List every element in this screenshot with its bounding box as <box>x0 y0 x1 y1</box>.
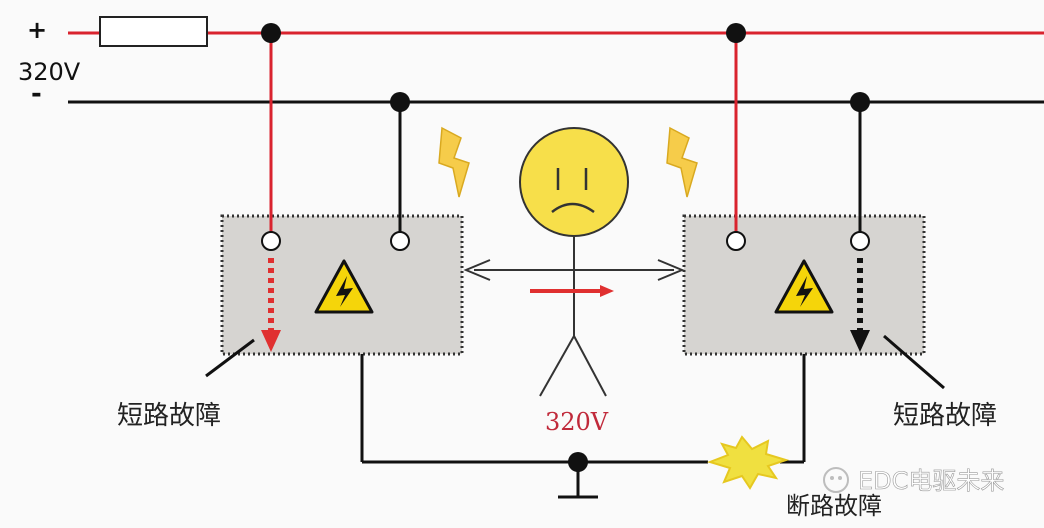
junction-dot-right-positive <box>726 23 746 43</box>
touch-voltage-label: 320V <box>545 408 609 436</box>
junction-dot-left-negative <box>390 92 410 112</box>
right-positive-terminal <box>726 231 746 251</box>
right-short-fault-label: 短路故障 <box>893 401 997 431</box>
plus-label: + <box>27 16 47 44</box>
left-short-arrowhead <box>261 330 281 352</box>
minus-label: - <box>31 79 42 109</box>
open-fault-label: 断路故障 <box>786 492 882 520</box>
sad-face-icon <box>519 127 629 237</box>
open-circuit-spark-icon <box>706 435 790 490</box>
left-negative-terminal <box>390 231 410 251</box>
left-short-fault-label: 短路故障 <box>117 401 221 431</box>
watermark-text: EDC电驱未来 <box>858 467 1004 495</box>
person-right-hand <box>657 259 685 281</box>
watermark-logo-icon <box>823 467 849 493</box>
high-voltage-warning-icon <box>774 259 834 314</box>
person-left-hand <box>463 259 491 281</box>
left-positive-terminal <box>261 231 281 251</box>
supply-voltage-label: 320V <box>18 58 81 86</box>
left-fault-pointer-line <box>205 338 255 378</box>
ground-symbol-icon <box>558 452 598 499</box>
high-voltage-warning-icon <box>314 259 374 314</box>
person-left-leg <box>539 335 575 397</box>
right-short-arrowhead <box>850 330 870 352</box>
lightning-bolt-icon <box>666 126 698 198</box>
body-current-arrowhead <box>600 285 614 297</box>
junction-dot-right-negative <box>850 92 870 112</box>
person-right-leg <box>573 335 607 397</box>
fuse <box>99 16 208 47</box>
watermark: EDC电驱未来 <box>823 467 1005 495</box>
right-fault-pointer-line <box>883 334 945 390</box>
junction-dot-left-positive <box>261 23 281 43</box>
lightning-bolt-icon <box>438 126 470 198</box>
right-negative-terminal <box>850 231 870 251</box>
